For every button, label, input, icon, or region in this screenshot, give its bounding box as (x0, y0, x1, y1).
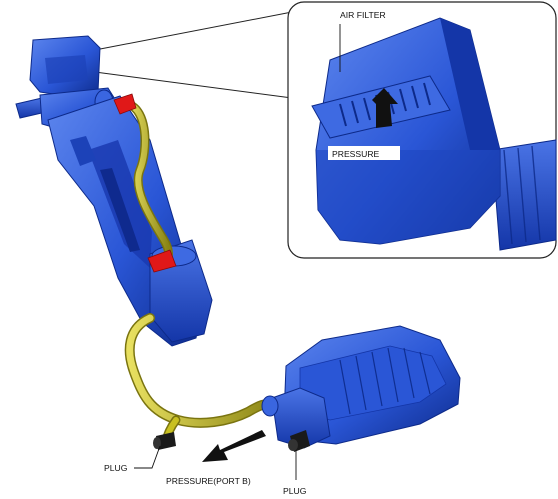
pressure-top-label-bg (328, 146, 400, 160)
plug-left-icon (153, 432, 176, 450)
pressure-top-label: PRESSURE (332, 149, 380, 159)
callout-lines (94, 11, 293, 99)
evap-valve-assembly (15, 35, 213, 347)
plug-bottom-label: PLUG (283, 486, 307, 496)
air-filter-inset (287, 1, 557, 259)
hose-clamps (113, 93, 177, 273)
plug-bottom-icon (288, 430, 310, 452)
charcoal-canister (261, 325, 461, 449)
vacuum-hose (123, 99, 281, 445)
pressure-up-arrow (372, 88, 398, 128)
pressure-port-b-label: PRESSURE(PORT B) (166, 476, 251, 486)
plug-left-label: PLUG (104, 463, 128, 473)
label-leaders (134, 445, 297, 480)
air-filter-label: AIR FILTER (340, 10, 386, 20)
pressure-port-b-arrow (202, 430, 266, 462)
